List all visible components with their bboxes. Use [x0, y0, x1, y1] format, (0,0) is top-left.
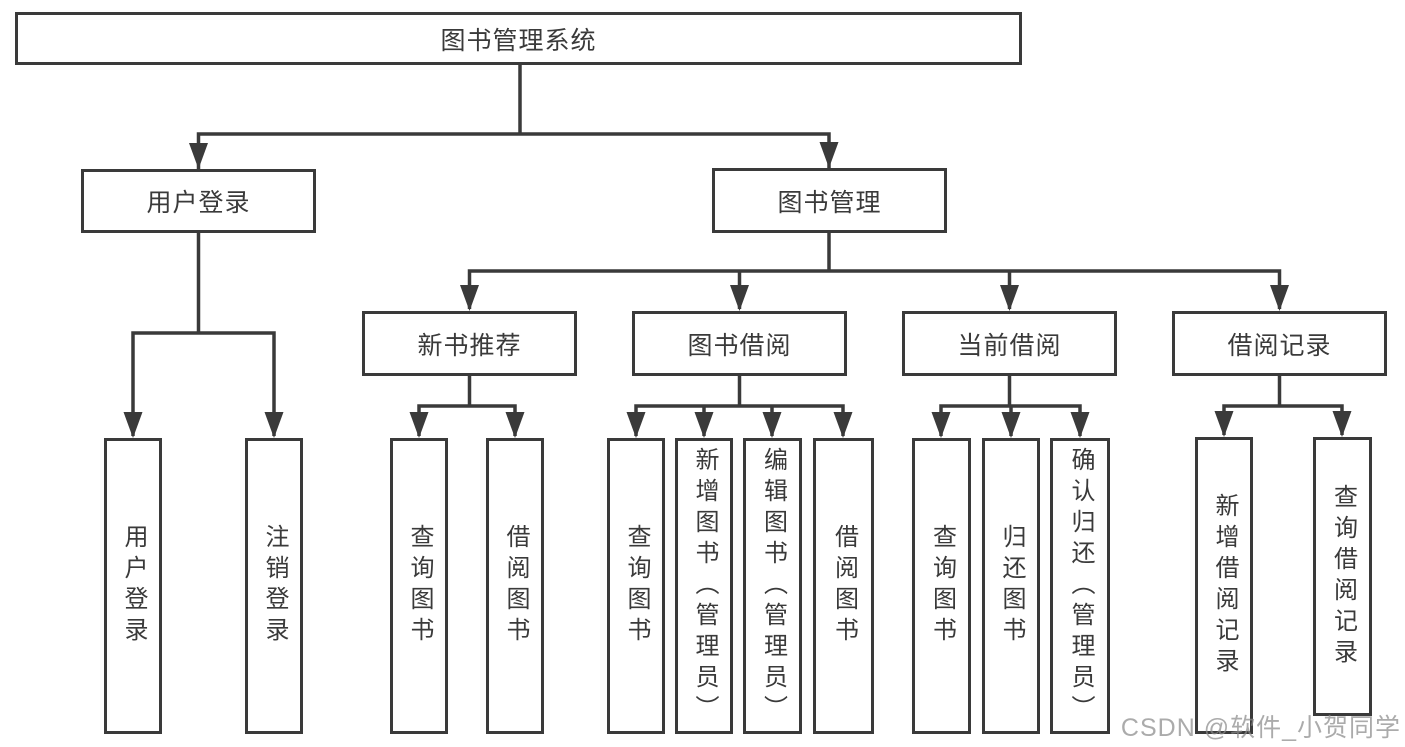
- leaf-add-borrow-record: 新增借阅记录: [1195, 437, 1253, 734]
- edge-root-split: [196, 65, 831, 169]
- leaf-add-book-admin-label: 新增图书（管理员）: [691, 446, 718, 726]
- leaf-edit-book-admin-label: 编辑图书（管理员）: [759, 446, 787, 726]
- leaf-borrow-book-recommend-label: 借阅图书: [502, 524, 529, 648]
- leaf-logout: 注销登录: [245, 438, 303, 734]
- node-current-borrow: 当前借阅: [902, 311, 1117, 376]
- node-borrow-records: 借阅记录: [1172, 311, 1387, 376]
- node-new-book-recommend: 新书推荐: [362, 311, 577, 376]
- leaf-confirm-return-admin-label: 确认归还（管理员）: [1067, 446, 1094, 726]
- leaf-add-borrow-record-label: 新增借阅记录: [1211, 492, 1238, 679]
- node-user-login-label: 用户登录: [146, 189, 251, 217]
- leaf-edit-book-admin: 编辑图书（管理员）: [743, 438, 802, 734]
- edge-book-borrow-split: [634, 376, 845, 436]
- edge-book-mgmt-split: [467, 233, 1282, 309]
- edge-new-book-split: [417, 376, 517, 436]
- csdn-watermark: CSDN @软件_小贺同学: [1120, 714, 1401, 742]
- leaf-user-login: 用户登录: [104, 438, 162, 734]
- node-book-borrow-label: 图书借阅: [687, 331, 792, 360]
- leaf-return-book: 归还图书: [982, 438, 1040, 734]
- node-root-system: 图书管理系统: [15, 12, 1022, 65]
- leaf-borrow-book: 借阅图书: [813, 438, 874, 734]
- leaf-query-book-current-label: 查询图书: [928, 524, 956, 648]
- leaf-query-borrow-record: 查询借阅记录: [1313, 437, 1372, 716]
- leaf-borrow-book-label: 借阅图书: [830, 524, 858, 648]
- node-new-book-recommend-label: 新书推荐: [417, 331, 522, 360]
- node-root-label: 图书管理系统: [440, 26, 597, 55]
- node-book-management: 图书管理: [712, 168, 947, 233]
- leaf-logout-label: 注销登录: [261, 524, 288, 648]
- edge-borrow-records-split: [1222, 376, 1344, 435]
- leaf-query-book-borrow: 查询图书: [607, 438, 665, 734]
- leaf-query-borrow-record-label: 查询借阅记录: [1329, 483, 1357, 670]
- leaf-query-book-recommend: 查询图书: [390, 438, 448, 734]
- leaf-query-book-recommend-label: 查询图书: [406, 524, 433, 648]
- leaf-return-book-label: 归还图书: [998, 524, 1025, 648]
- node-current-borrow-label: 当前借阅: [957, 331, 1062, 360]
- leaf-borrow-book-recommend: 借阅图书: [486, 438, 544, 734]
- leaf-confirm-return-admin: 确认归还（管理员）: [1050, 438, 1110, 734]
- leaf-query-book-borrow-label: 查询图书: [623, 524, 650, 648]
- node-user-login: 用户登录: [81, 169, 316, 233]
- edge-user-login-split: [131, 233, 276, 436]
- arrowheads: [123, 142, 1352, 438]
- leaf-add-book-admin: 新增图书（管理员）: [675, 438, 733, 734]
- node-borrow-records-label: 借阅记录: [1227, 331, 1332, 360]
- node-book-management-label: 图书管理: [777, 188, 882, 217]
- leaf-query-book-current: 查询图书: [912, 438, 971, 734]
- leaf-user-login-label: 用户登录: [120, 524, 147, 648]
- node-book-borrow: 图书借阅: [632, 311, 847, 376]
